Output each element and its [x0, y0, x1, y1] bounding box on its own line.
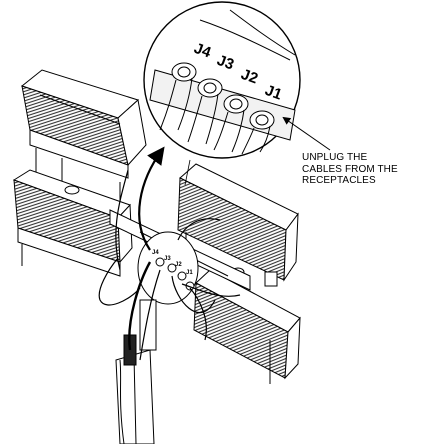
small-label-j4: J4	[152, 250, 159, 256]
connector-j3	[187, 78, 223, 145]
small-label-j3: J3	[164, 256, 171, 262]
small-label-j1: J1	[186, 270, 193, 276]
label-j4: J4	[192, 40, 214, 62]
junction-box	[137, 231, 199, 305]
callout-line-1: UNPLUG THE	[302, 152, 368, 163]
cables	[98, 169, 241, 361]
connector-j4	[159, 62, 197, 131]
light-fixture-lower-right	[193, 269, 301, 384]
callout-line-3: RECEPTACLES	[302, 175, 376, 186]
callout-leader-line	[282, 116, 331, 151]
callout-line-2: CABLES FROM THE	[302, 163, 398, 175]
label-j1: J1	[263, 82, 284, 104]
small-label-j2: J2	[175, 262, 182, 268]
callout-text: UNPLUG THE CABLES FROM THE RECEPTACLES	[302, 152, 432, 187]
connector-j2	[213, 94, 249, 153]
light-fixture-upper-right	[177, 163, 299, 287]
detail-arrow	[138, 146, 165, 251]
detail-magnified-view	[143, 1, 301, 186]
label-j3: J3	[215, 52, 236, 74]
connector-j1	[241, 110, 275, 155]
mast-pole	[115, 299, 157, 444]
label-j2: J2	[239, 66, 260, 88]
